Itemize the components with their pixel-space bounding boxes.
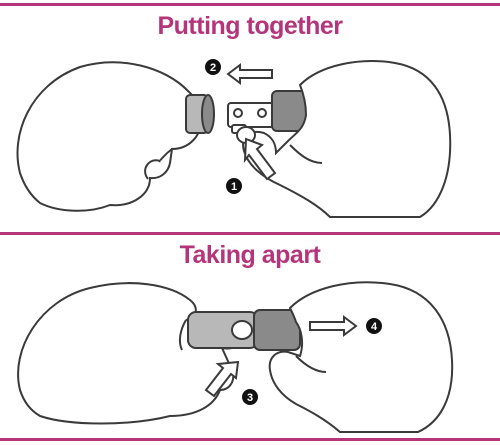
step-4-badge: 4 <box>366 318 382 334</box>
step-4-number: 4 <box>371 321 378 333</box>
step-1-arrow <box>243 137 277 181</box>
step-2-number: 2 <box>210 62 216 74</box>
section-2-title: Taking apart <box>179 241 321 269</box>
joined-connector <box>187 309 301 351</box>
left-hand <box>16 61 203 212</box>
middle-divider <box>0 232 500 235</box>
step-3-number: 3 <box>247 392 253 404</box>
taking-apart-illustration: 4 3 <box>17 281 454 433</box>
arrow-up-icon <box>204 360 240 398</box>
step-2-badge: 2 <box>205 59 221 75</box>
arrow-up-icon <box>243 137 277 181</box>
step-3-badge: 3 <box>242 389 258 405</box>
top-divider <box>0 3 500 6</box>
bottom-divider <box>0 438 500 441</box>
step-3-arrow <box>204 360 240 398</box>
right-hand <box>268 281 454 433</box>
cap <box>185 94 215 134</box>
right-hand <box>236 60 452 218</box>
arrow-left-icon <box>226 63 273 85</box>
putting-together-illustration: 2 1 <box>16 59 452 218</box>
step-2-arrow <box>226 63 273 85</box>
cap-opening <box>201 94 215 134</box>
step-4-arrow <box>309 315 358 337</box>
step-1-badge: 1 <box>226 178 242 194</box>
arrow-right-icon <box>309 315 358 337</box>
left-hand <box>17 282 249 425</box>
sleeve <box>271 90 307 132</box>
section-1-title: Putting together <box>157 12 343 40</box>
step-1-number: 1 <box>231 181 237 193</box>
